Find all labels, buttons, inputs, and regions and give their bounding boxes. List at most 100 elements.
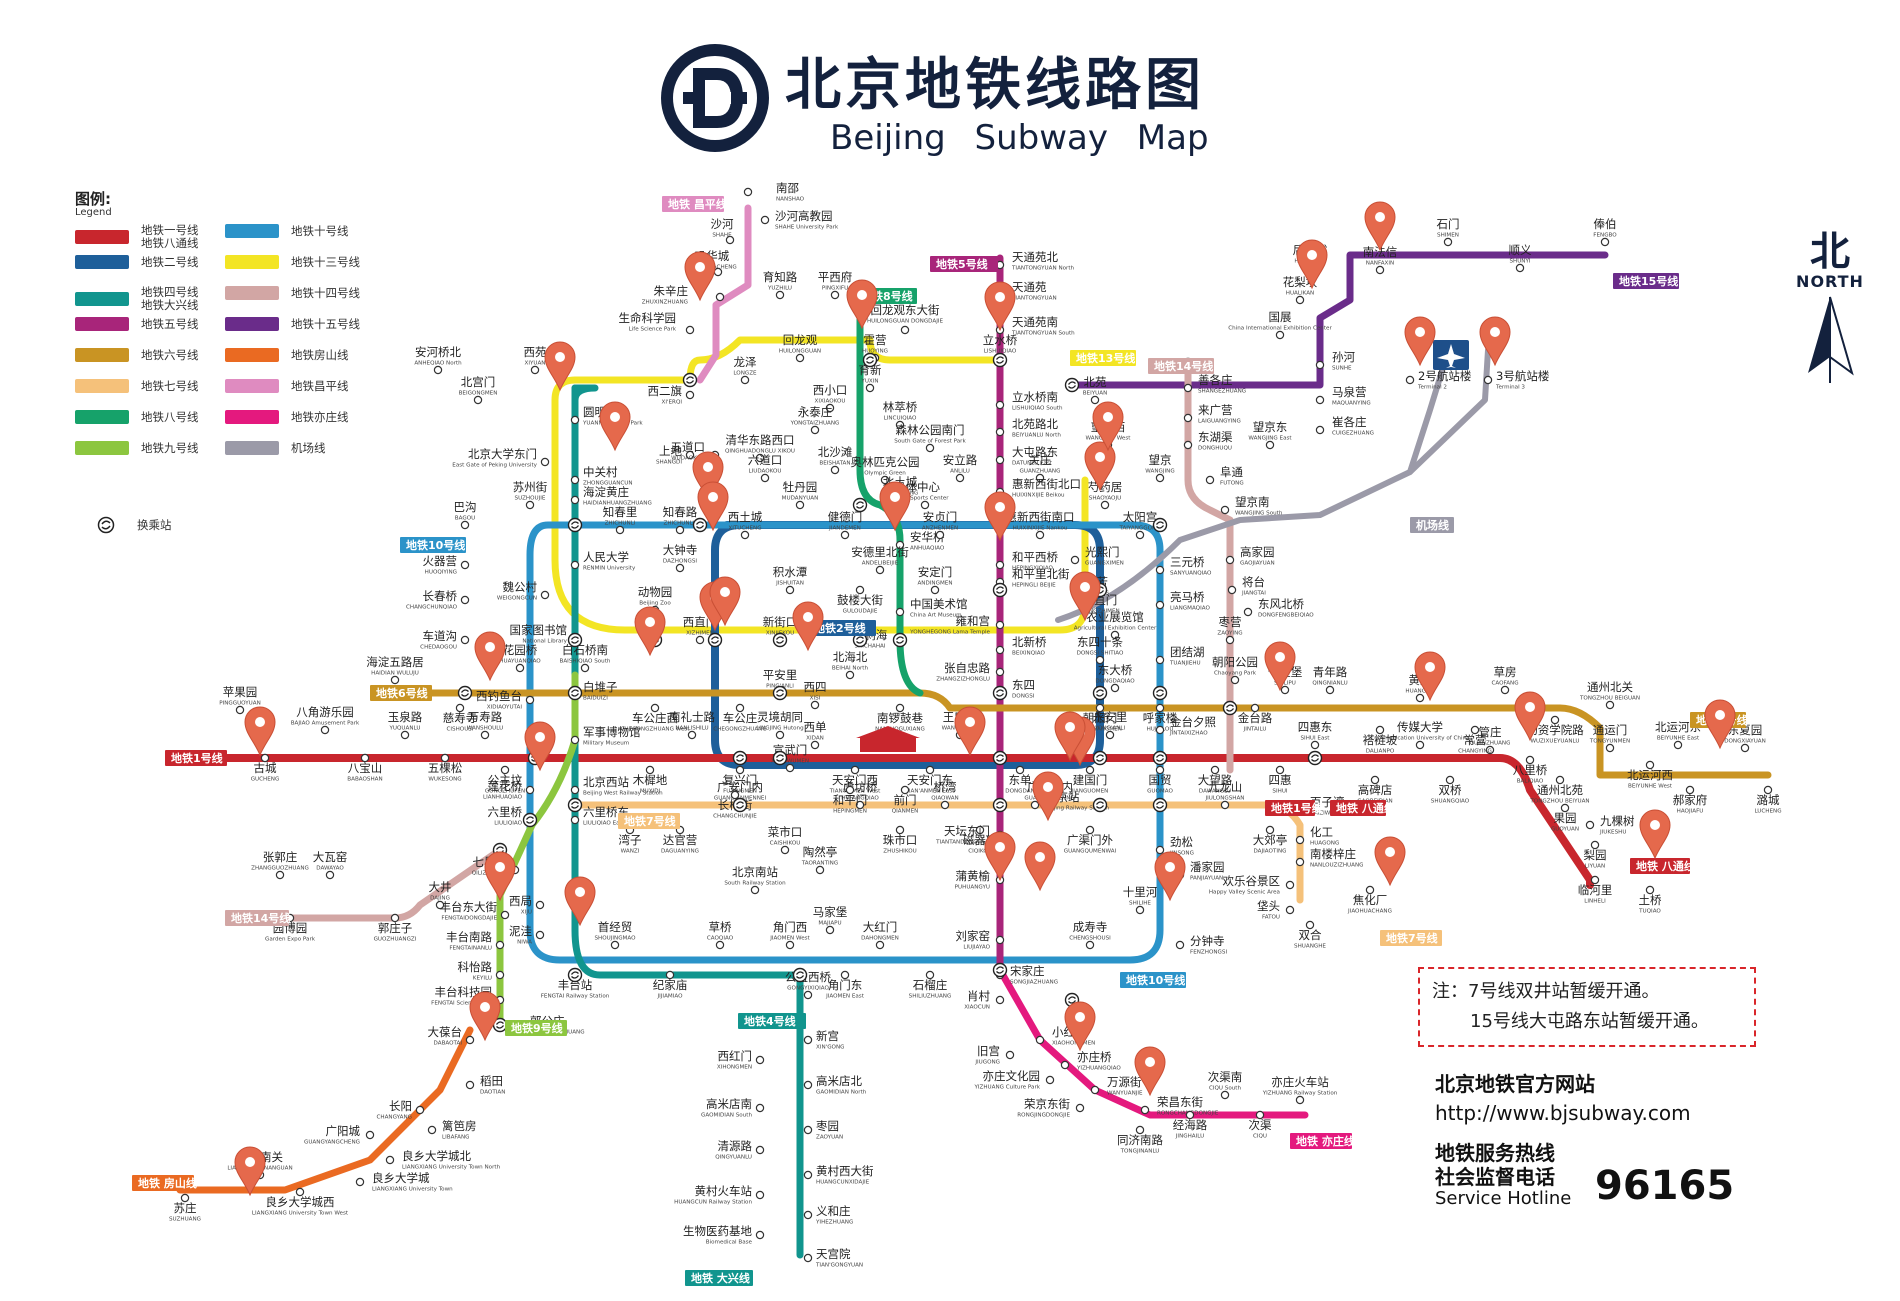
- station-name-en: Olympic Green: [864, 471, 906, 477]
- transfer-station-icon: [457, 685, 473, 701]
- line-tag-batong: 地铁 八通线: [1330, 800, 1395, 816]
- transfer-station-icon: [1064, 377, 1080, 393]
- transfer-arrow: [775, 636, 784, 640]
- hotline-number[interactable]: 96165: [1595, 1163, 1735, 1209]
- station-name-en: BEIYUNHE East: [1657, 736, 1700, 742]
- station-dot: [1110, 683, 1120, 693]
- transfer-arrow: [735, 754, 744, 758]
- location-pin-icon: [1264, 641, 1296, 692]
- station-name-en: BEIYUANLU North: [1012, 433, 1061, 439]
- station-name-cn: 金台夕照: [1170, 715, 1216, 729]
- legend-item: 地铁一号线地铁八通线: [75, 224, 245, 250]
- station-dot: [1605, 743, 1615, 753]
- transfer-arrow: [1067, 996, 1076, 1000]
- station-name-cn: 车公庄: [723, 711, 758, 725]
- station-dot: [1035, 530, 1045, 540]
- transfer-station-icon: [1092, 750, 1108, 766]
- station-dot: [320, 725, 330, 735]
- station-dot: [1205, 475, 1215, 485]
- official-site-url[interactable]: http://www.bjsubway.com: [1435, 1101, 1691, 1125]
- station-dot: [1560, 803, 1570, 813]
- location-pin-icon: [1639, 809, 1671, 860]
- legend-label: 地铁四号线地铁大兴线: [141, 285, 199, 312]
- station-name-en: HAOJIAFU: [1677, 809, 1704, 815]
- station-name-cn: 惠新西街北口: [1012, 477, 1081, 491]
- station-name-cn: 关庄: [1029, 453, 1052, 467]
- pin-body: [1404, 316, 1436, 367]
- station-name-en: GUANGXIMEN: [1085, 561, 1124, 567]
- station-name-cn: 安德里北街: [851, 545, 909, 559]
- station-name-en: XIJU: [521, 910, 532, 916]
- legend-label: 地铁七号线: [141, 378, 199, 393]
- pin-dot: [703, 462, 713, 472]
- station-name-cn: 平安里: [763, 668, 798, 682]
- line-tag-line1: 地铁1号线: [1265, 800, 1323, 816]
- transfer-arrow: [796, 975, 805, 979]
- station-dot: [1095, 703, 1105, 713]
- transfer-station-icon: [567, 517, 583, 533]
- station-dot: [995, 935, 1005, 945]
- line-tag-bg: [370, 685, 432, 701]
- location-pin-icon: [1374, 836, 1406, 887]
- transfer-station-icon: [1092, 797, 1108, 813]
- pin-dot: [1035, 852, 1045, 862]
- pin-dot: [803, 612, 813, 622]
- station-dot: [725, 235, 735, 245]
- station-name-cn: 成寿寺: [1073, 920, 1108, 934]
- station-name-en: Olympic Sports Center: [885, 496, 949, 502]
- station-name-en: LISHUIQIAO South: [1012, 406, 1063, 412]
- transfer-station-icon: [792, 967, 808, 983]
- station-name-cn: 石榴庄: [913, 978, 948, 992]
- legend-transfer: 换乘站: [97, 516, 172, 534]
- station-dot: [260, 753, 270, 763]
- station-name-en: DAGUANYING: [661, 849, 699, 855]
- station-name-en: DABAOTAI: [434, 1041, 463, 1047]
- line-line14-path: [1184, 361, 1234, 774]
- location-pin-icon: [1296, 239, 1328, 290]
- station-name-cn: 北海北: [833, 650, 868, 664]
- location-pin-icon: [1054, 711, 1086, 762]
- station-name-en: JINTAILU: [1243, 727, 1267, 733]
- station-name-cn: 朝阳公园: [1212, 655, 1258, 669]
- location-pin-icon: [1032, 771, 1064, 822]
- station-name-en: HUILONGGUAN DONGDAJIE: [867, 319, 944, 325]
- station-dot: [1365, 885, 1375, 895]
- station-name-en: SHILIHE: [1129, 901, 1151, 907]
- legend-label: 地铁十三号线: [291, 254, 360, 269]
- station-dot: [795, 500, 805, 510]
- pin-dot: [708, 492, 718, 502]
- station-name-cn: 北宫门: [461, 375, 496, 389]
- station-name-cn: 立水桥: [983, 333, 1018, 347]
- station-dot: [995, 400, 1005, 410]
- station-name-cn: 草桥: [709, 920, 732, 934]
- station-name-en: NANLUOGUXIANG: [875, 727, 925, 733]
- station-dot: [1255, 1110, 1265, 1120]
- station-name-en: KEYILU: [473, 976, 492, 982]
- transfer-arrow: [995, 801, 1004, 805]
- transfer-arrow: [995, 754, 1004, 758]
- station-name-en: HUIXINXIJIE Beikou: [1012, 493, 1065, 499]
- station-dot: [570, 415, 580, 425]
- official-site-label: 北京地铁官方网站: [1435, 1072, 1595, 1096]
- station-name-cn: 常营: [1464, 733, 1487, 747]
- transfer-station-icon: [682, 372, 698, 388]
- station-name-cn: 潞城: [1757, 793, 1780, 807]
- station-name-cn: 慈寿寺: [443, 711, 478, 725]
- station-name-en: CHANGYING: [1458, 749, 1492, 755]
- station-dot: [755, 1055, 765, 1065]
